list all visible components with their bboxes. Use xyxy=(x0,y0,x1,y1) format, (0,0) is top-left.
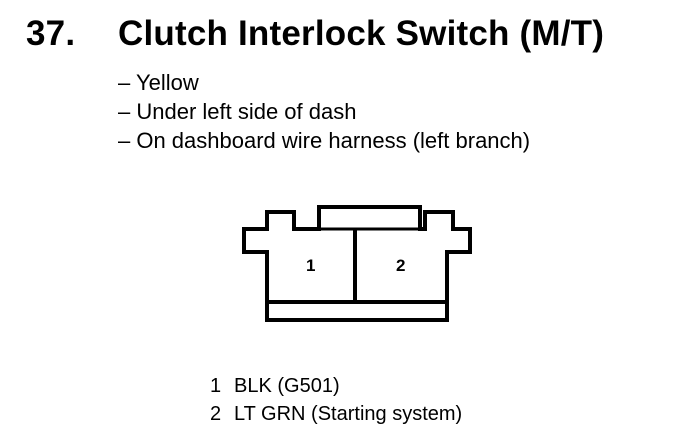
legend-row: 2 LT GRN (Starting system) xyxy=(210,400,462,428)
legend-desc: BLK (G501) xyxy=(234,375,340,397)
wire-legend: 1 BLK (G501) 2 LT GRN (Starting system) xyxy=(210,372,462,428)
legend-pin: 1 xyxy=(210,375,222,397)
pin-label-1: 1 xyxy=(306,256,315,275)
title-text: Clutch Interlock Switch (M/T) xyxy=(118,14,605,53)
pin-label-2: 2 xyxy=(396,256,405,275)
note-location: – Under left side of dash xyxy=(118,99,357,124)
legend-pin: 2 xyxy=(210,403,222,425)
connector-face-icon: 1 2 xyxy=(242,205,472,322)
legend-desc: LT GRN (Starting system) xyxy=(234,403,463,425)
notes-list: – Yellow – Under left side of dash – On … xyxy=(118,68,530,155)
connector-diagram: 1 2 xyxy=(240,203,480,332)
note-color: – Yellow xyxy=(118,70,199,95)
legend-row: 1 BLK (G501) xyxy=(210,372,462,400)
title-number: 37. xyxy=(26,14,76,53)
note-harness: – On dashboard wire harness (left branch… xyxy=(118,128,531,153)
page-title: 37. Clutch Interlock Switch (M/T) xyxy=(26,14,604,54)
